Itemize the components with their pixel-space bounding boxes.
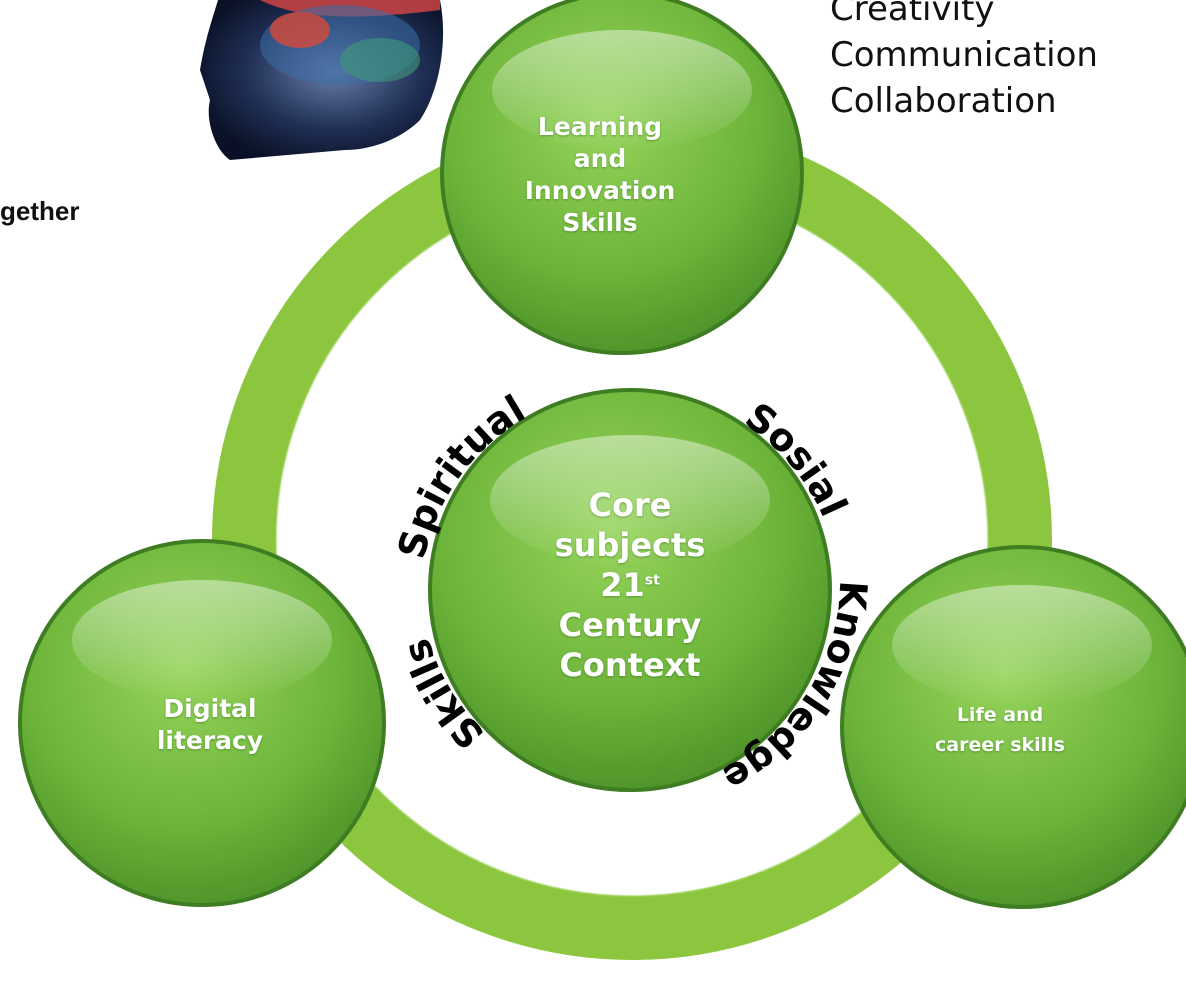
node-center [428,388,832,792]
node-left-label: Digital literacy [156,694,264,755]
skill-item: Communication [830,35,1098,75]
node-left [18,539,386,907]
node-right [840,545,1186,909]
skills-list: Creativity Communication Collaboration [830,0,1098,124]
node-top-label: Learning and Innovation Skills [524,112,676,237]
node-top [440,0,804,355]
brain-head-illustration [200,0,444,160]
node-center-label: Core subjects 21st Century Context [554,486,706,684]
node-right-label: Life and career skills [934,704,1065,756]
skill-item: Creativity [830,0,995,29]
partial-heading: gether [0,196,80,226]
skill-item: Collaboration [830,81,1057,121]
